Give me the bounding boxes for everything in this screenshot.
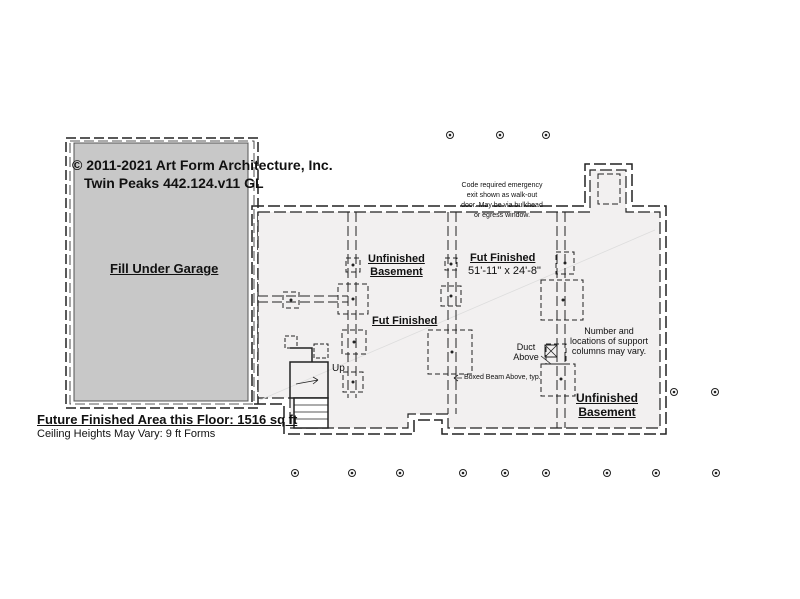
duct-marker-x (544, 344, 558, 358)
basement-wall-inner (257, 169, 661, 429)
stairs-up-label: Up (332, 363, 345, 374)
room-label-unfinished-basement-2: Unfinished Basement (576, 391, 638, 419)
column-dots (289, 261, 567, 384)
duct-note: Duct Above (513, 342, 539, 362)
room-label-unfinished-basement-1: Unfinished Basement (368, 253, 425, 278)
beam-arrow (453, 374, 462, 382)
garage-fill (73, 142, 249, 402)
room-label-fut-finished-right: Fut Finished (470, 252, 536, 264)
egress-note: Code required emergency exit shown as wa… (461, 182, 543, 219)
garage-outline (65, 137, 259, 409)
stairs (284, 335, 329, 429)
egress-well (597, 173, 621, 205)
room-label-fut-finished-left: Fut Finished (372, 315, 438, 327)
survey-marker-centers (293, 133, 718, 475)
faint-guide (259, 229, 656, 401)
beam-note: Boxed Beam Above, typ. (464, 374, 541, 381)
plan-name: Twin Peaks 442.124.v11 GL (84, 175, 264, 191)
duct-marker (544, 344, 558, 358)
basement-wall-outer (251, 163, 667, 435)
copyright-text: © 2011-2021 Art Form Architecture, Inc. (72, 157, 333, 173)
finished-area-text: Future Finished Area this Floor: 1516 sq… (37, 412, 298, 427)
support-columns-note: Number and locations of support columns … (569, 326, 649, 356)
ceiling-height-text: Ceiling Heights May Vary: 9 ft Forms (37, 428, 216, 440)
garage-outline-inner (69, 140, 255, 405)
support-columns (282, 251, 584, 397)
garage-label: Fill Under Garage (110, 261, 219, 276)
duct-arrow (540, 355, 552, 365)
room-dimensions: 51'-11" x 24'-8" (468, 265, 541, 277)
